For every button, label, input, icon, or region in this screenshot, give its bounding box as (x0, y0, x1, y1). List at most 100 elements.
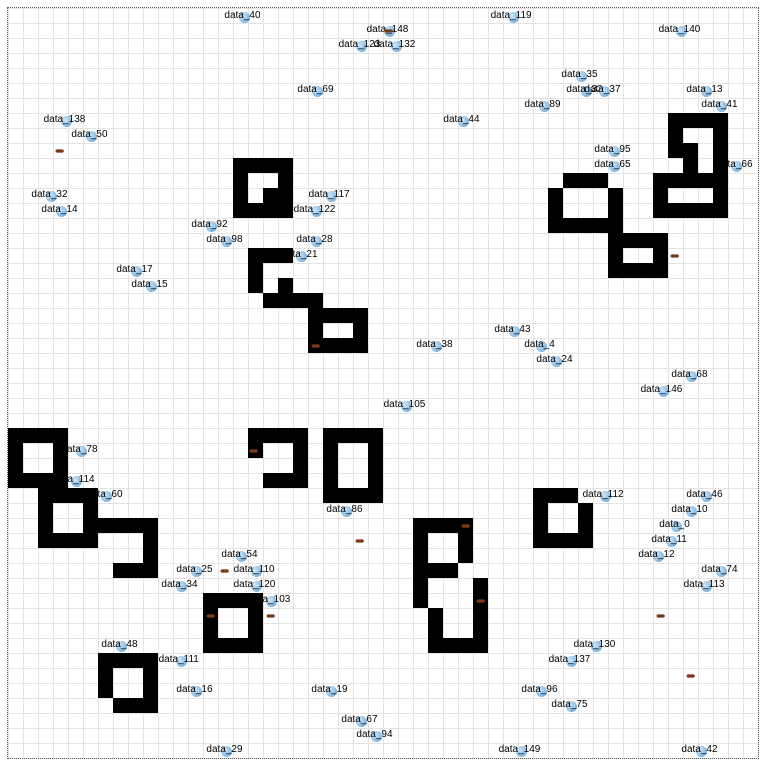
wall-block (578, 518, 593, 533)
data-node-label: data_66 (716, 159, 753, 170)
data-node-label: data_29 (206, 744, 243, 755)
data-node-icon (566, 701, 577, 712)
wall-block (548, 203, 563, 218)
wall-block (263, 248, 278, 263)
data-node-label: data_112 (582, 489, 624, 500)
wall-block (713, 113, 728, 128)
data-node-icon (716, 101, 727, 112)
wall-block (218, 638, 233, 653)
wall-block (713, 203, 728, 218)
data-node-icon (658, 386, 669, 397)
data-node-icon (591, 641, 602, 652)
wall-block (533, 503, 548, 518)
wall-block (413, 548, 428, 563)
wall-block (308, 293, 323, 308)
wall-block (668, 203, 683, 218)
wall-block (323, 338, 338, 353)
data-node-label: data_114 (53, 474, 95, 485)
wall-block (113, 653, 128, 668)
simulation-world[interactable]: data_40data_119data_148data_140data_123d… (7, 7, 759, 759)
data-node-label: data_86 (326, 504, 363, 515)
wall-block (458, 548, 473, 563)
wall-block (368, 488, 383, 503)
wall-block (83, 518, 98, 533)
ant-icon (266, 613, 275, 619)
wall-block (143, 548, 158, 563)
wall-block (143, 698, 158, 713)
data-node-icon (311, 236, 322, 247)
wall-block (113, 563, 128, 578)
data-node-icon (696, 746, 707, 757)
data-node-label: data_110 (233, 564, 275, 575)
data-node-label: data_123 (338, 39, 381, 50)
wall-block (323, 428, 338, 443)
data-node-icon (458, 116, 469, 127)
wall-block (683, 203, 698, 218)
wall-block (98, 518, 113, 533)
wall-block (548, 188, 563, 203)
wall-block (683, 113, 698, 128)
wall-block (233, 593, 248, 608)
data-node-label: data_60 (86, 489, 123, 500)
wall-block (713, 128, 728, 143)
wall-block (8, 473, 23, 488)
data-node-label: data_37 (584, 84, 621, 95)
wall-block (53, 473, 68, 488)
data-node-label: data_54 (221, 549, 258, 560)
wall-block (683, 173, 698, 188)
wall-block (23, 428, 38, 443)
wall-block (608, 248, 623, 263)
wall-block (8, 443, 23, 458)
ant-icon (220, 568, 229, 574)
wall-block (338, 488, 353, 503)
wall-block (578, 218, 593, 233)
data-node-icon (312, 86, 323, 97)
wall-block (143, 563, 158, 578)
data-node-label: data_48 (101, 639, 138, 650)
data-node-icon (401, 401, 412, 412)
data-node-icon (326, 191, 337, 202)
ant-icon (249, 448, 258, 454)
wall-block (38, 518, 53, 533)
wall-block (638, 263, 653, 278)
data-node-icon (191, 686, 202, 697)
data-node-label: data_12 (638, 549, 675, 560)
data-node-icon (206, 221, 217, 232)
wall-block (293, 428, 308, 443)
data-node-icon (356, 716, 367, 727)
wall-block (248, 623, 263, 638)
data-node-label: data_28 (296, 234, 333, 245)
data-node-icon (536, 341, 547, 352)
data-node-icon (509, 326, 520, 337)
wall-block (413, 578, 428, 593)
wall-block (38, 503, 53, 518)
wall-block (443, 563, 458, 578)
data-node-label: data_44 (443, 114, 480, 125)
data-node-icon (666, 536, 677, 547)
wall-block (428, 638, 443, 653)
data-node-label: data_105 (383, 399, 426, 410)
ant-icon (206, 613, 215, 619)
wall-block (248, 608, 263, 623)
wall-block (458, 533, 473, 548)
data-node-icon (239, 12, 250, 23)
data-node-icon (701, 491, 712, 502)
wall-block (653, 188, 668, 203)
wall-block (293, 443, 308, 458)
data-node-icon (311, 206, 322, 217)
wall-block (563, 533, 578, 548)
wall-block (623, 233, 638, 248)
wall-block (263, 158, 278, 173)
data-node-icon (653, 551, 664, 562)
wall-block (443, 638, 458, 653)
wall-block (98, 668, 113, 683)
ant-icon (311, 343, 320, 349)
wall-block (233, 203, 248, 218)
wall-block (293, 293, 308, 308)
wall-block (323, 473, 338, 488)
wall-block (608, 203, 623, 218)
data-node-label: data_119 (490, 10, 532, 21)
wall-block (263, 203, 278, 218)
wall-block (293, 458, 308, 473)
wall-block (323, 443, 338, 458)
